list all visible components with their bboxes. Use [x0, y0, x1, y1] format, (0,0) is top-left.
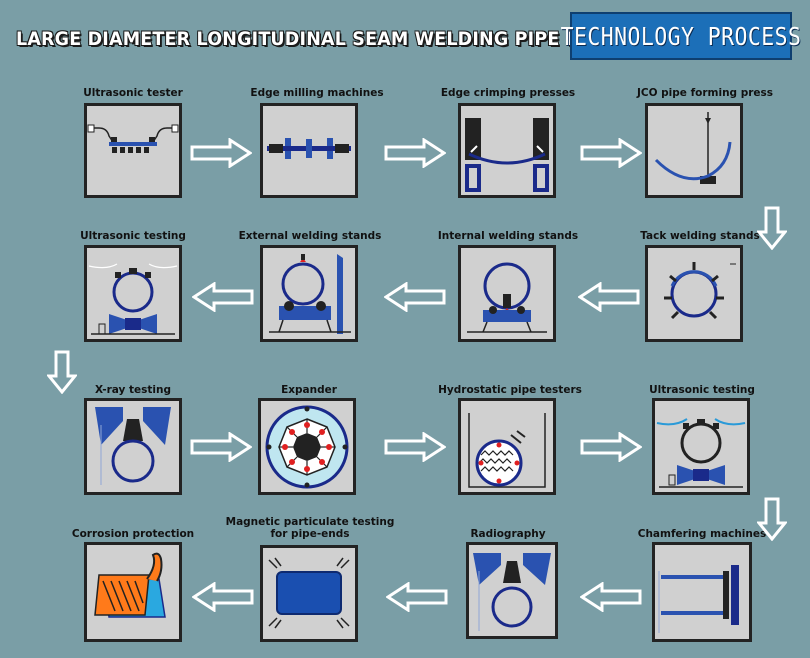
- step-label-radiography: Radiography: [470, 528, 546, 540]
- arrow-left-6: [192, 582, 254, 612]
- arrow-down-3: [757, 497, 787, 541]
- diagram-external-welding: [260, 245, 358, 342]
- step-label-ultrasonic-testing-1: Ultrasonic testing: [80, 230, 186, 242]
- arrow-left-3: [192, 282, 254, 312]
- diagram-tack-welding: [645, 245, 743, 342]
- step-label-internal-welding: Internal welding stands: [437, 230, 579, 242]
- arrow-right-3: [580, 138, 642, 168]
- magnetic-line-2: for pipe-ends: [270, 528, 350, 540]
- arrow-down-2: [47, 350, 77, 394]
- step-label-xray: X-ray testing: [94, 384, 172, 396]
- diagram-radiography: [466, 542, 558, 639]
- diagram-ultrasonic-testing-1: [84, 245, 182, 342]
- diagram-jco-press: [645, 103, 743, 198]
- step-label-jco-press: JCO pipe forming press: [636, 87, 774, 99]
- arrow-left-4: [580, 582, 642, 612]
- diagram-magnetic-particle: [260, 545, 358, 642]
- arrow-right-2: [384, 138, 446, 168]
- diagram-xray: [84, 398, 182, 495]
- step-label-ultrasonic-testing-2: Ultrasonic testing: [649, 384, 755, 396]
- arrow-right-4: [190, 432, 252, 462]
- magnetic-line-1: Magnetic particulate testing: [225, 516, 395, 528]
- arrow-left-5: [386, 582, 448, 612]
- step-label-chamfering: Chamfering machines: [637, 528, 767, 540]
- arrow-right-6: [580, 432, 642, 462]
- step-label-edge-milling: Edge milling machines: [250, 87, 384, 99]
- diagram-edge-milling: [260, 103, 358, 198]
- diagram-corrosion-protection: [84, 542, 182, 642]
- step-label-corrosion: Corrosion protection: [71, 528, 195, 540]
- step-label-edge-crimping: Edge crimping presses: [440, 87, 576, 99]
- diagram-expander: [258, 398, 356, 495]
- arrow-left-1: [578, 282, 640, 312]
- diagram-chamfering: [652, 542, 752, 642]
- diagram-hydrostatic: [458, 398, 556, 495]
- diagram-edge-crimping: [458, 103, 556, 198]
- technology-process-badge: TECHNOLOGY PROCESS: [561, 12, 801, 60]
- arrow-down-1: [757, 206, 787, 250]
- step-label-ultrasonic-tester: Ultrasonic tester: [83, 87, 183, 99]
- arrow-left-2: [384, 282, 446, 312]
- diagram-ultrasonic-testing-2: [652, 398, 750, 495]
- step-label-tack-welding: Tack welding stands: [640, 230, 760, 242]
- step-label-expander: Expander: [281, 384, 337, 396]
- badge-label: TECHNOLOGY PROCESS: [560, 21, 802, 51]
- arrow-right-1: [190, 138, 252, 168]
- diagram-ultrasonic-tester: [84, 103, 182, 198]
- step-label-hydrostatic: Hydrostatic pipe testers: [438, 384, 582, 396]
- arrow-right-5: [384, 432, 446, 462]
- main-title: LARGE DIAMETER LONGITUDINAL SEAM WELDING…: [16, 28, 644, 50]
- diagram-internal-welding: [458, 245, 556, 342]
- step-label-external-welding: External welding stands: [238, 230, 382, 242]
